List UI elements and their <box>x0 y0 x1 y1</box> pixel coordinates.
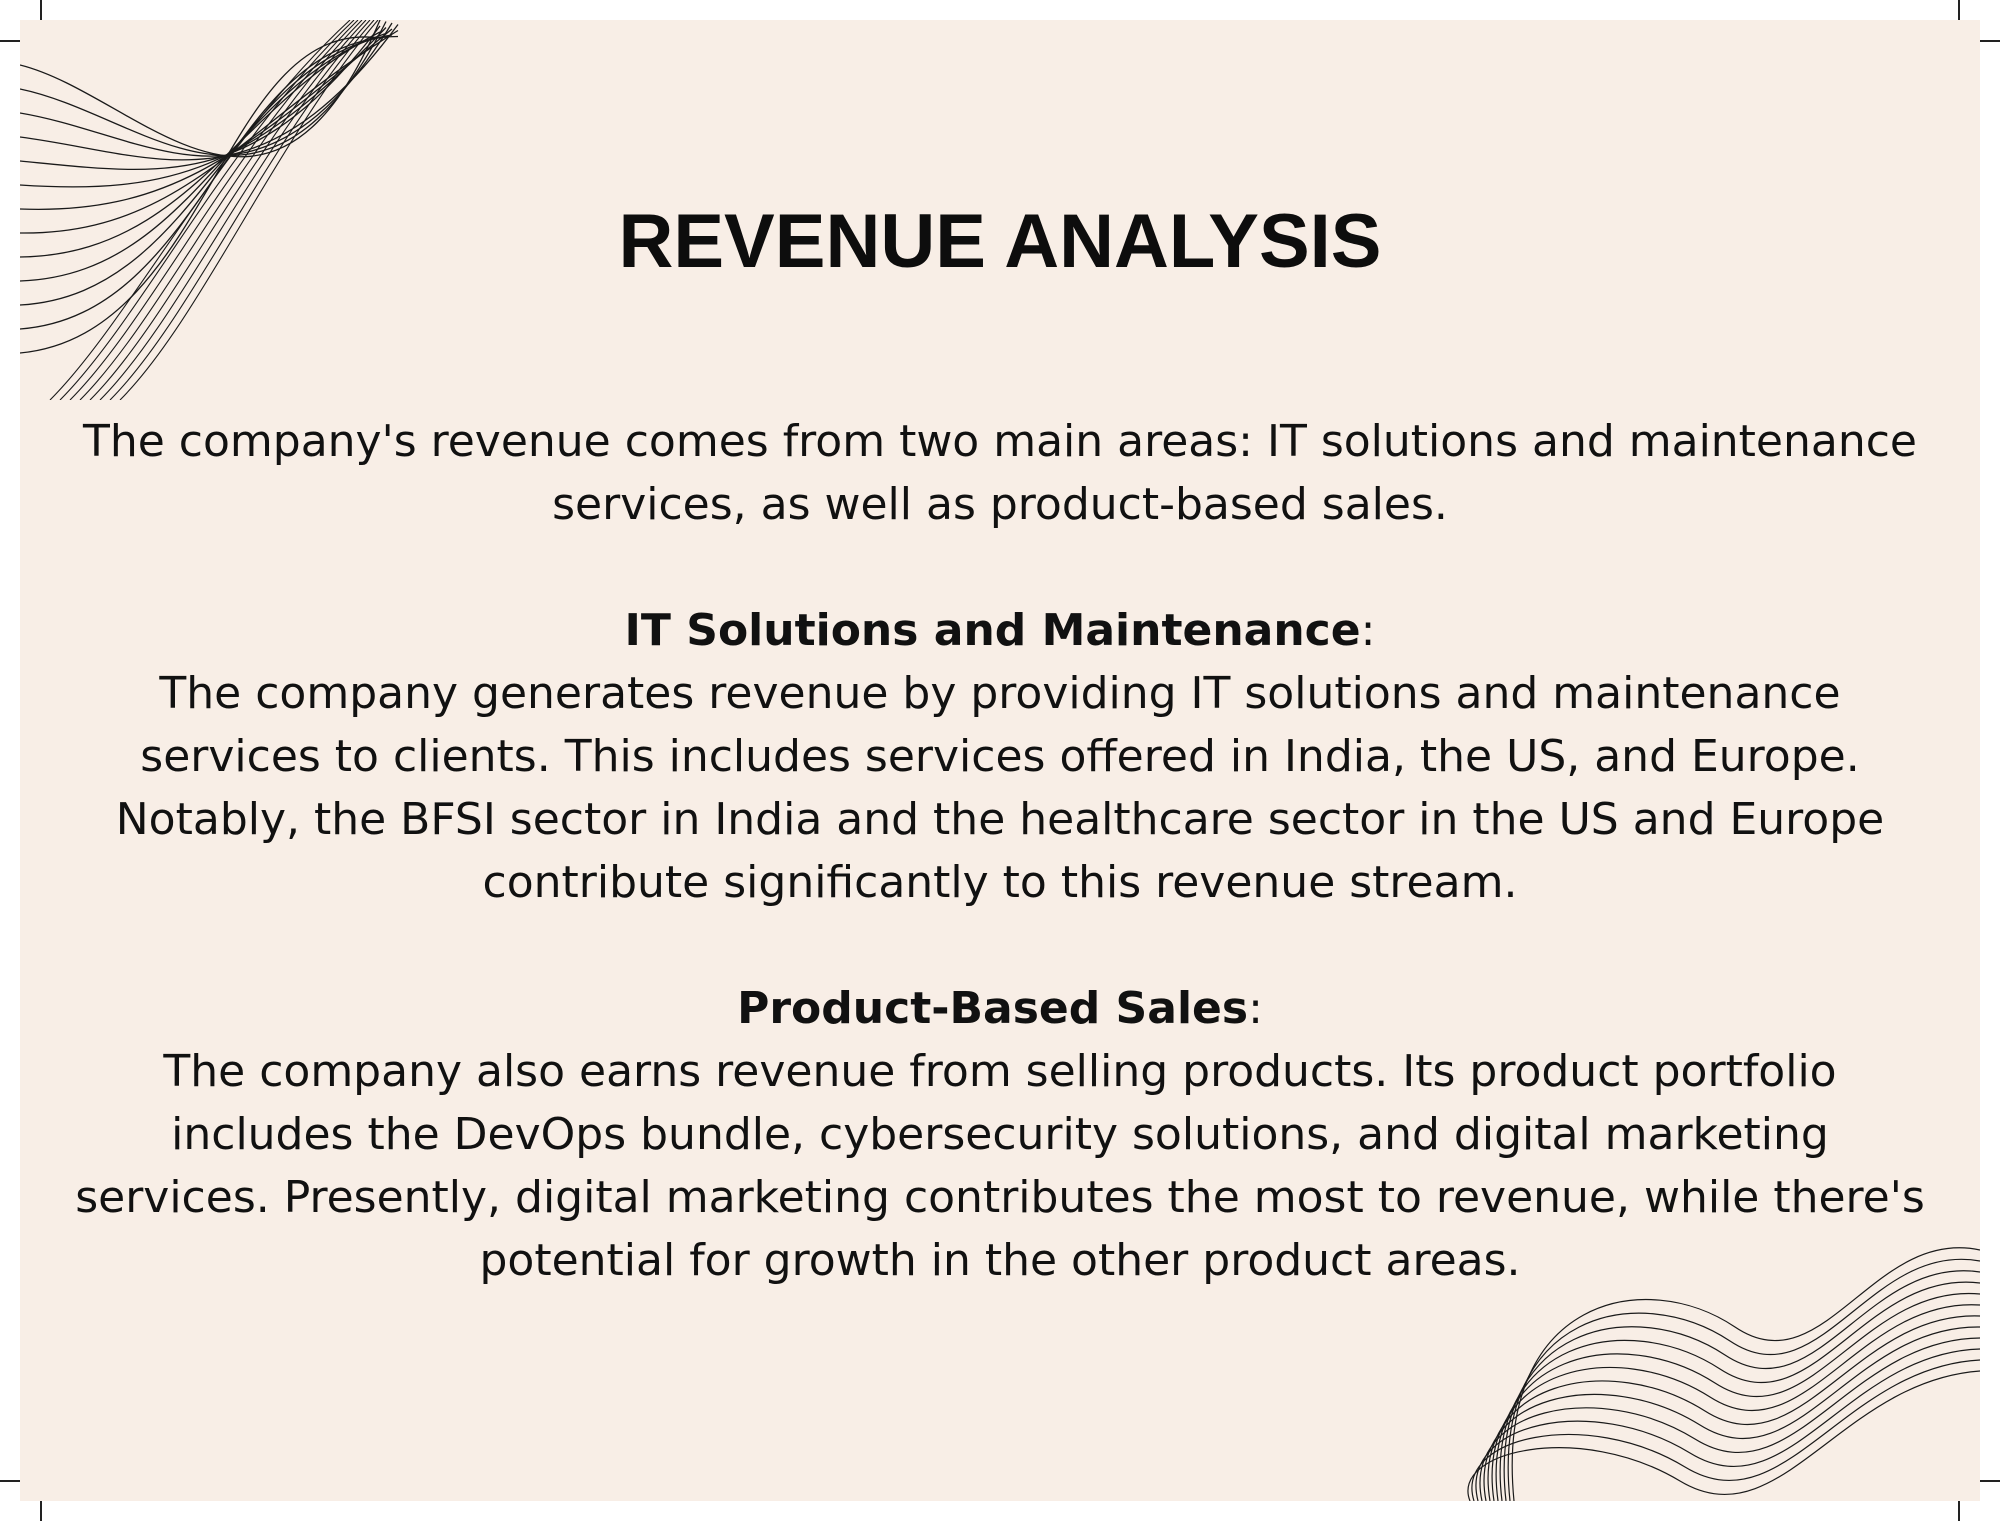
decorative-curve <box>1507 1258 1980 1501</box>
crop-mark <box>1980 1480 2000 1482</box>
decorative-curve <box>1479 1337 1980 1501</box>
decorative-curve <box>20 22 393 157</box>
decorative-curve <box>1503 1270 1980 1501</box>
decorative-curve <box>1487 1315 1980 1501</box>
decorative-curve <box>1475 1348 1980 1501</box>
section-heading-colon: : <box>1360 605 1376 656</box>
decorative-curve <box>1499 1281 1980 1501</box>
decorative-curve <box>20 28 393 211</box>
decorative-curve <box>1491 1304 1980 1501</box>
crop-mark <box>0 1480 20 1482</box>
decorative-curve <box>20 36 381 354</box>
decorative-curve <box>1471 1359 1980 1501</box>
decorative-curve <box>20 27 387 188</box>
section-heading-label: Product-Based Sales <box>737 983 1249 1034</box>
intro-paragraph: The company's revenue comes from two mai… <box>82 416 1917 530</box>
decorative-curve <box>1467 1370 1980 1501</box>
section-paragraph: The company generates revenue by providi… <box>115 668 1885 908</box>
decorative-curve <box>20 35 399 330</box>
crop-mark <box>1958 1501 1960 1521</box>
decorative-curve <box>20 25 381 171</box>
section-paragraph: The company also earns revenue from sell… <box>75 1046 1925 1286</box>
paragraph-spacer <box>70 536 1930 599</box>
crop-mark <box>0 40 20 42</box>
paragraph-spacer <box>70 914 1930 977</box>
decorative-curve <box>20 20 381 158</box>
section-heading-colon: : <box>1248 983 1263 1034</box>
crop-mark <box>1958 0 1960 20</box>
decorative-curve <box>1495 1292 1980 1501</box>
section-heading: Product-Based Sales: <box>70 977 1930 1040</box>
crop-mark <box>40 0 42 20</box>
decorative-curve <box>1483 1326 1980 1501</box>
crop-mark <box>40 1501 42 1521</box>
document-body: The company's revenue comes from two mai… <box>70 410 1930 1292</box>
document-page: REVENUE ANALYSIS The company's revenue c… <box>20 20 1980 1501</box>
decorative-curve <box>20 21 387 157</box>
section-heading: IT Solutions and Maintenance: <box>70 599 1930 662</box>
crop-mark <box>1980 40 2000 42</box>
section-heading-label: IT Solutions and Maintenance <box>624 605 1361 656</box>
decorative-curve <box>20 24 399 161</box>
page-title: REVENUE ANALYSIS <box>618 199 1382 284</box>
